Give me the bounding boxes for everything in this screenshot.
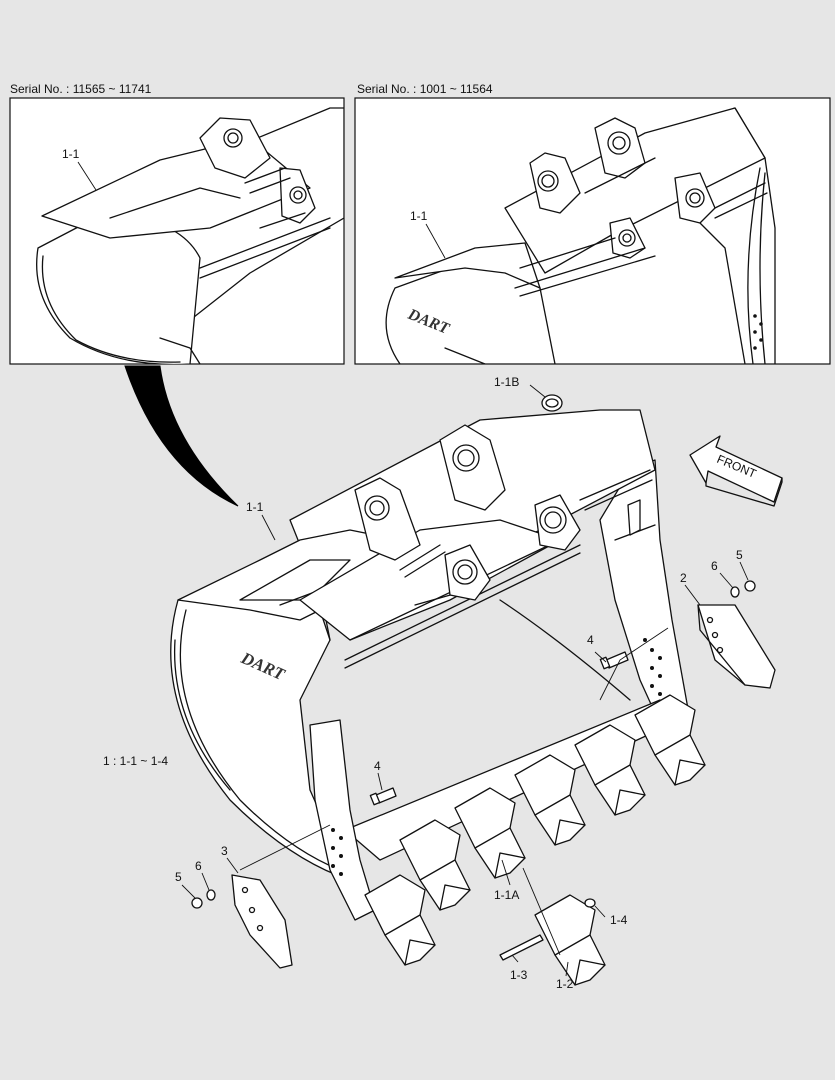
washer-left xyxy=(206,889,216,901)
inset-right-callout: 1-1 xyxy=(410,209,428,223)
callout-adapter: 1-1A xyxy=(494,888,519,902)
inset-left-serial: Serial No. : 11565 ~ 11741 xyxy=(10,82,152,96)
inset-right-serial: Serial No. : 1001 ~ 11564 xyxy=(357,82,493,96)
callout-bucket-body: 1-1 xyxy=(246,500,264,514)
callout-bolt-right: 4 xyxy=(587,633,594,647)
washer-right xyxy=(730,586,740,598)
bucket-main: DART xyxy=(170,394,691,921)
bolt-right xyxy=(599,651,629,670)
callout-nut-left: 5 xyxy=(175,870,182,884)
inset-right: Serial No. : 1001 ~ 11564 xyxy=(354,82,831,365)
callout-tooth: 1-2 xyxy=(556,977,574,991)
nut-right xyxy=(744,580,756,592)
callout-lock-washer: 1-4 xyxy=(610,913,628,927)
teeth-row xyxy=(364,694,706,986)
front-arrow: FRONT xyxy=(689,435,783,507)
tooth-4 xyxy=(454,787,526,879)
zoom-arrow xyxy=(124,365,239,507)
callout-side-cutter-right: 2 xyxy=(680,571,687,585)
lock-washer xyxy=(584,898,596,908)
callout-bolt-left: 4 xyxy=(374,759,381,773)
callout-tooth-pin: 1-3 xyxy=(510,968,528,982)
nut-left xyxy=(191,897,203,909)
callout-pin-bushing: 1-1B xyxy=(494,375,519,389)
callout-washer-left: 6 xyxy=(195,859,202,873)
tooth-pin xyxy=(499,934,544,961)
callout-side-cutter-left: 3 xyxy=(221,844,228,858)
tooth-exploded xyxy=(534,894,606,986)
callout-nut-right: 5 xyxy=(736,548,743,562)
side-cutter-right xyxy=(697,604,776,689)
callout-washer-right: 6 xyxy=(711,559,718,573)
tooth-1 xyxy=(634,694,706,786)
side-cutter-left xyxy=(231,874,293,969)
inset-left: Serial No. : 11565 ~ 11741 xyxy=(9,82,345,365)
inset-left-callout: 1-1 xyxy=(62,147,80,161)
bolt-left xyxy=(369,787,397,806)
set-note: 1 : 1-1 ~ 1-4 xyxy=(103,754,168,768)
tooth-6 xyxy=(364,874,436,966)
